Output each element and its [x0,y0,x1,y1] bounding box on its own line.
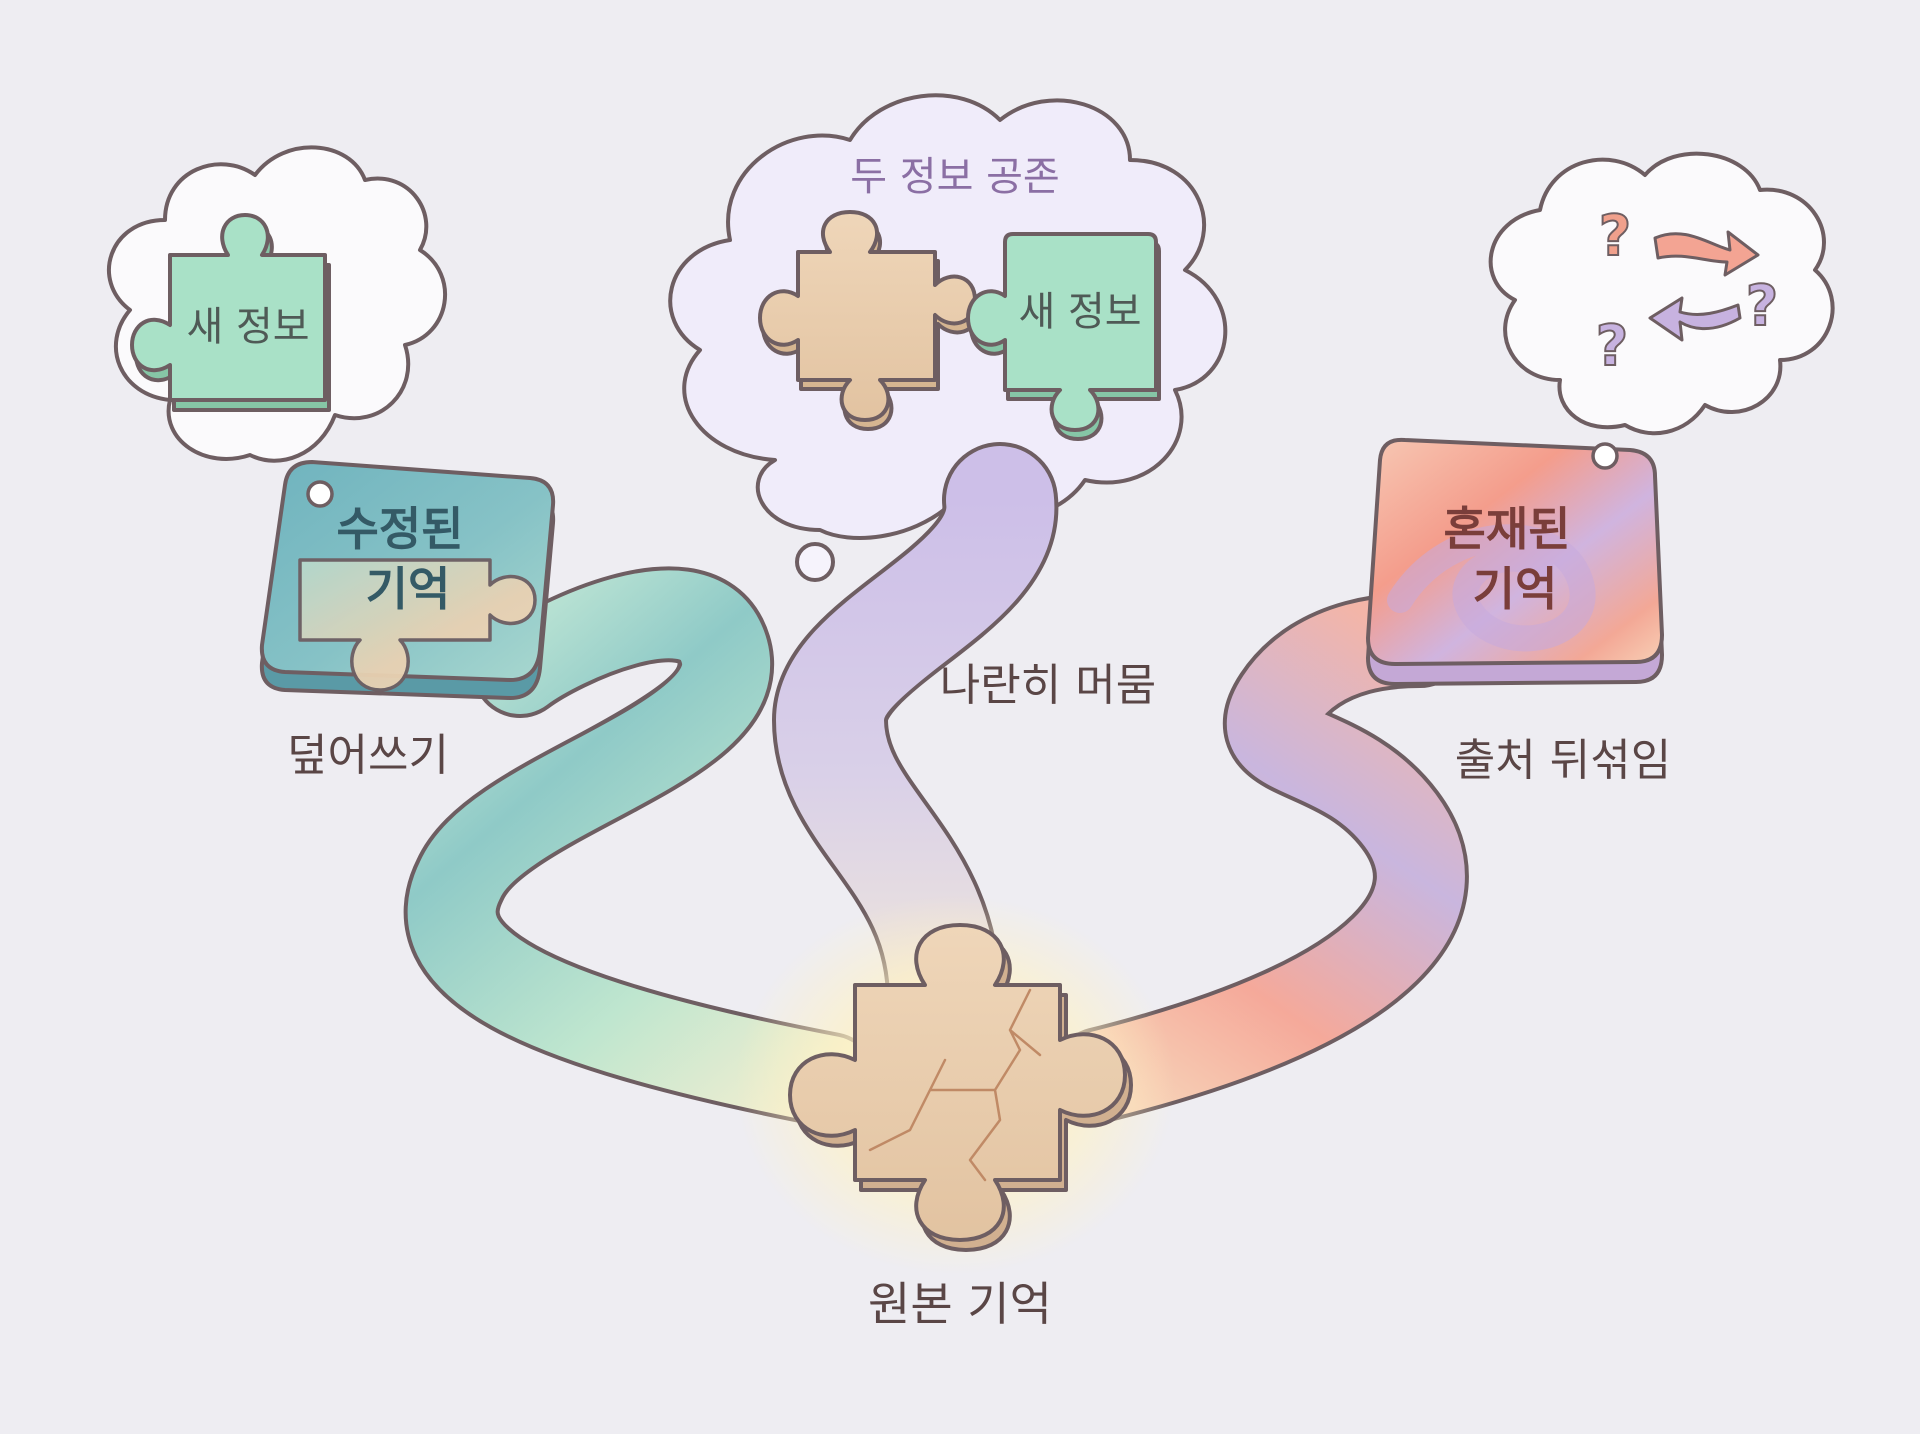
swap-arrows-icon [1648,230,1760,342]
cloud-tail-bubble [795,542,835,582]
path-overwrite [403,566,878,1128]
card-connector-bubble [1591,442,1619,470]
card-connector-bubble [306,480,334,508]
cloud-title: 두 정보 공존 [850,154,1059,200]
overwrite-label: 덮어쓰기 [287,730,449,781]
mixed-memory-label: 혼재된 기억 [1444,502,1587,616]
path-side-by-side [771,442,1059,1058]
mixed-memory-card [1366,437,1664,686]
modified-memory-card [259,460,556,700]
puzzle-piece-icon [130,213,331,412]
puzzle-piece-icon [758,210,980,431]
side-by-side-label: 나란히 머뭄 [940,660,1156,711]
svg-text:?: ? [1599,204,1631,269]
puzzle-piece-icon [966,232,1161,441]
svg-text:?: ? [1746,274,1778,339]
modified-memory-label-line2: 기억 [366,562,451,616]
path-source-mix [1052,592,1469,1123]
crack-lines [868,988,1042,1182]
card-swirl [1387,524,1596,652]
svg-text:?: ? [1596,314,1628,379]
center-new-piece-label: 새 정보 [1018,289,1141,335]
modified-memory-label-line1: 수정된 [337,502,464,556]
mixed-memory-label-line1: 혼재된 [1444,502,1571,556]
question-mark-icon: ? ? ? [1595,203,1779,380]
cracked-puzzle-piece-icon [788,923,1133,1252]
left-bubble-piece-label: 새 정보 [186,304,309,350]
mixed-memory-label-line2: 기억 [1473,562,1558,616]
right-thought-bubble [1488,151,1835,436]
source-mix-label: 출처 뒤섞임 [1455,735,1671,786]
modified-memory-label: 수정된 기억 [337,502,480,616]
original-memory-label: 원본 기억 [868,1277,1052,1331]
